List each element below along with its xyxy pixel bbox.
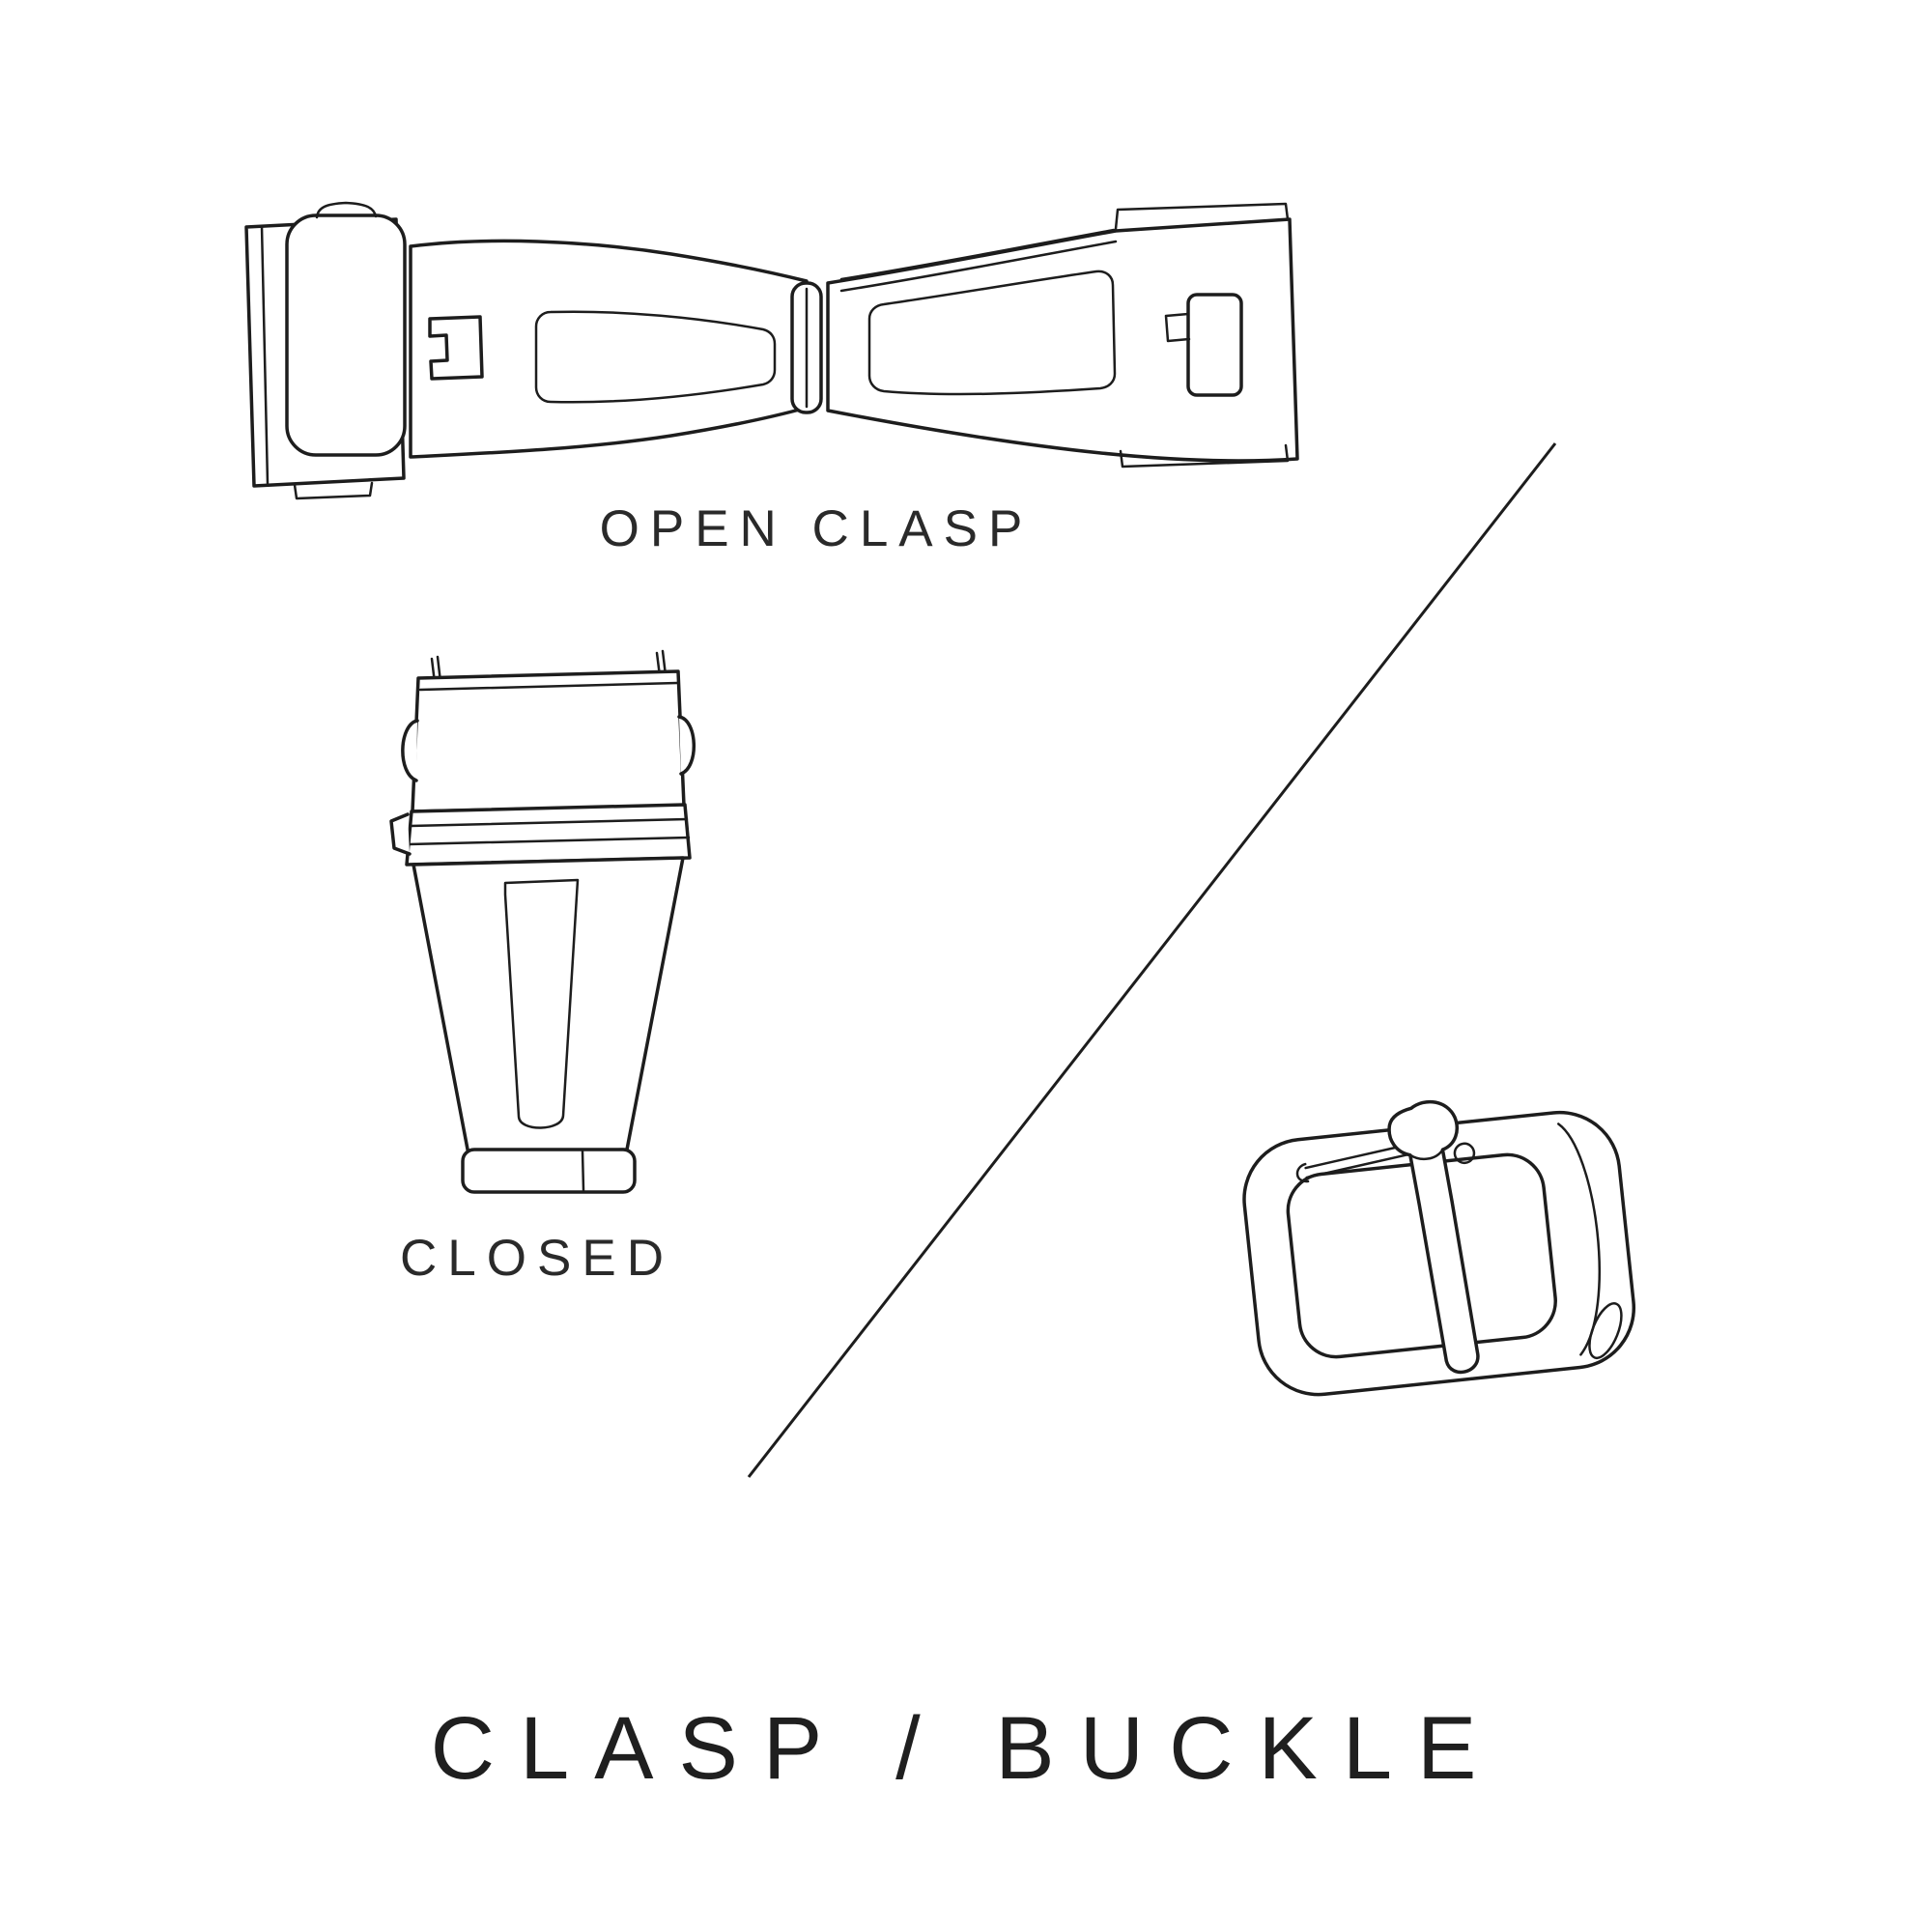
buckle-axle <box>1304 1143 1411 1179</box>
closed-clasp-illustration <box>389 649 696 1194</box>
open-clasp-end-link-pad <box>285 213 407 457</box>
closed-clasp-inner-slot <box>503 878 580 1129</box>
open-clasp-caption: OPEN CLASP <box>599 500 1034 557</box>
closed-clasp-bottom-bar-line <box>581 1150 585 1192</box>
closed-clasp-tab-left <box>401 719 419 782</box>
open-clasp-end-link-fold <box>260 224 270 486</box>
open-clasp-right-bottom-fold <box>1119 443 1290 469</box>
closed-clasp-tab-right <box>677 715 696 776</box>
open-clasp-end-link-top-tab <box>315 201 378 219</box>
open-clasp-end-link-bottom-tab <box>293 481 374 500</box>
open-clasp-right-blade <box>826 217 1299 463</box>
buckle-axle-hook <box>1295 1162 1310 1183</box>
closed-clasp-caption: CLOSED <box>400 1230 674 1287</box>
open-clasp-right-inner-contour <box>867 270 1117 396</box>
buckle-pin-ring <box>1453 1142 1476 1165</box>
buckle-tube-end <box>1588 1302 1623 1360</box>
buckle-pin <box>1387 1099 1480 1375</box>
divider-line <box>747 442 1557 1478</box>
open-clasp-right-latch <box>1186 293 1243 397</box>
open-clasp-right-latch-hook <box>1164 312 1191 343</box>
buckle-pin-fold-line <box>1408 1148 1444 1161</box>
closed-clasp-band-line1 <box>409 817 689 828</box>
open-clasp-right-top-fold-line <box>839 228 1116 281</box>
page-title: CLASP / BUCKLE <box>430 1699 1502 1798</box>
closed-clasp-cover-fold-line <box>418 681 679 692</box>
tang-buckle-illustration <box>1242 1099 1636 1397</box>
open-clasp-illustration <box>244 201 1299 500</box>
open-clasp-left-inner-contour <box>534 310 777 404</box>
closed-clasp-bottom-bar <box>461 1148 637 1194</box>
open-clasp-latch-notch <box>428 315 484 381</box>
closed-clasp-band-left-tab <box>389 812 412 856</box>
open-clasp-right-top-fold-line2 <box>839 240 1118 293</box>
closed-clasp-band-line2 <box>407 836 691 846</box>
open-clasp-right-top-step <box>1114 202 1290 231</box>
